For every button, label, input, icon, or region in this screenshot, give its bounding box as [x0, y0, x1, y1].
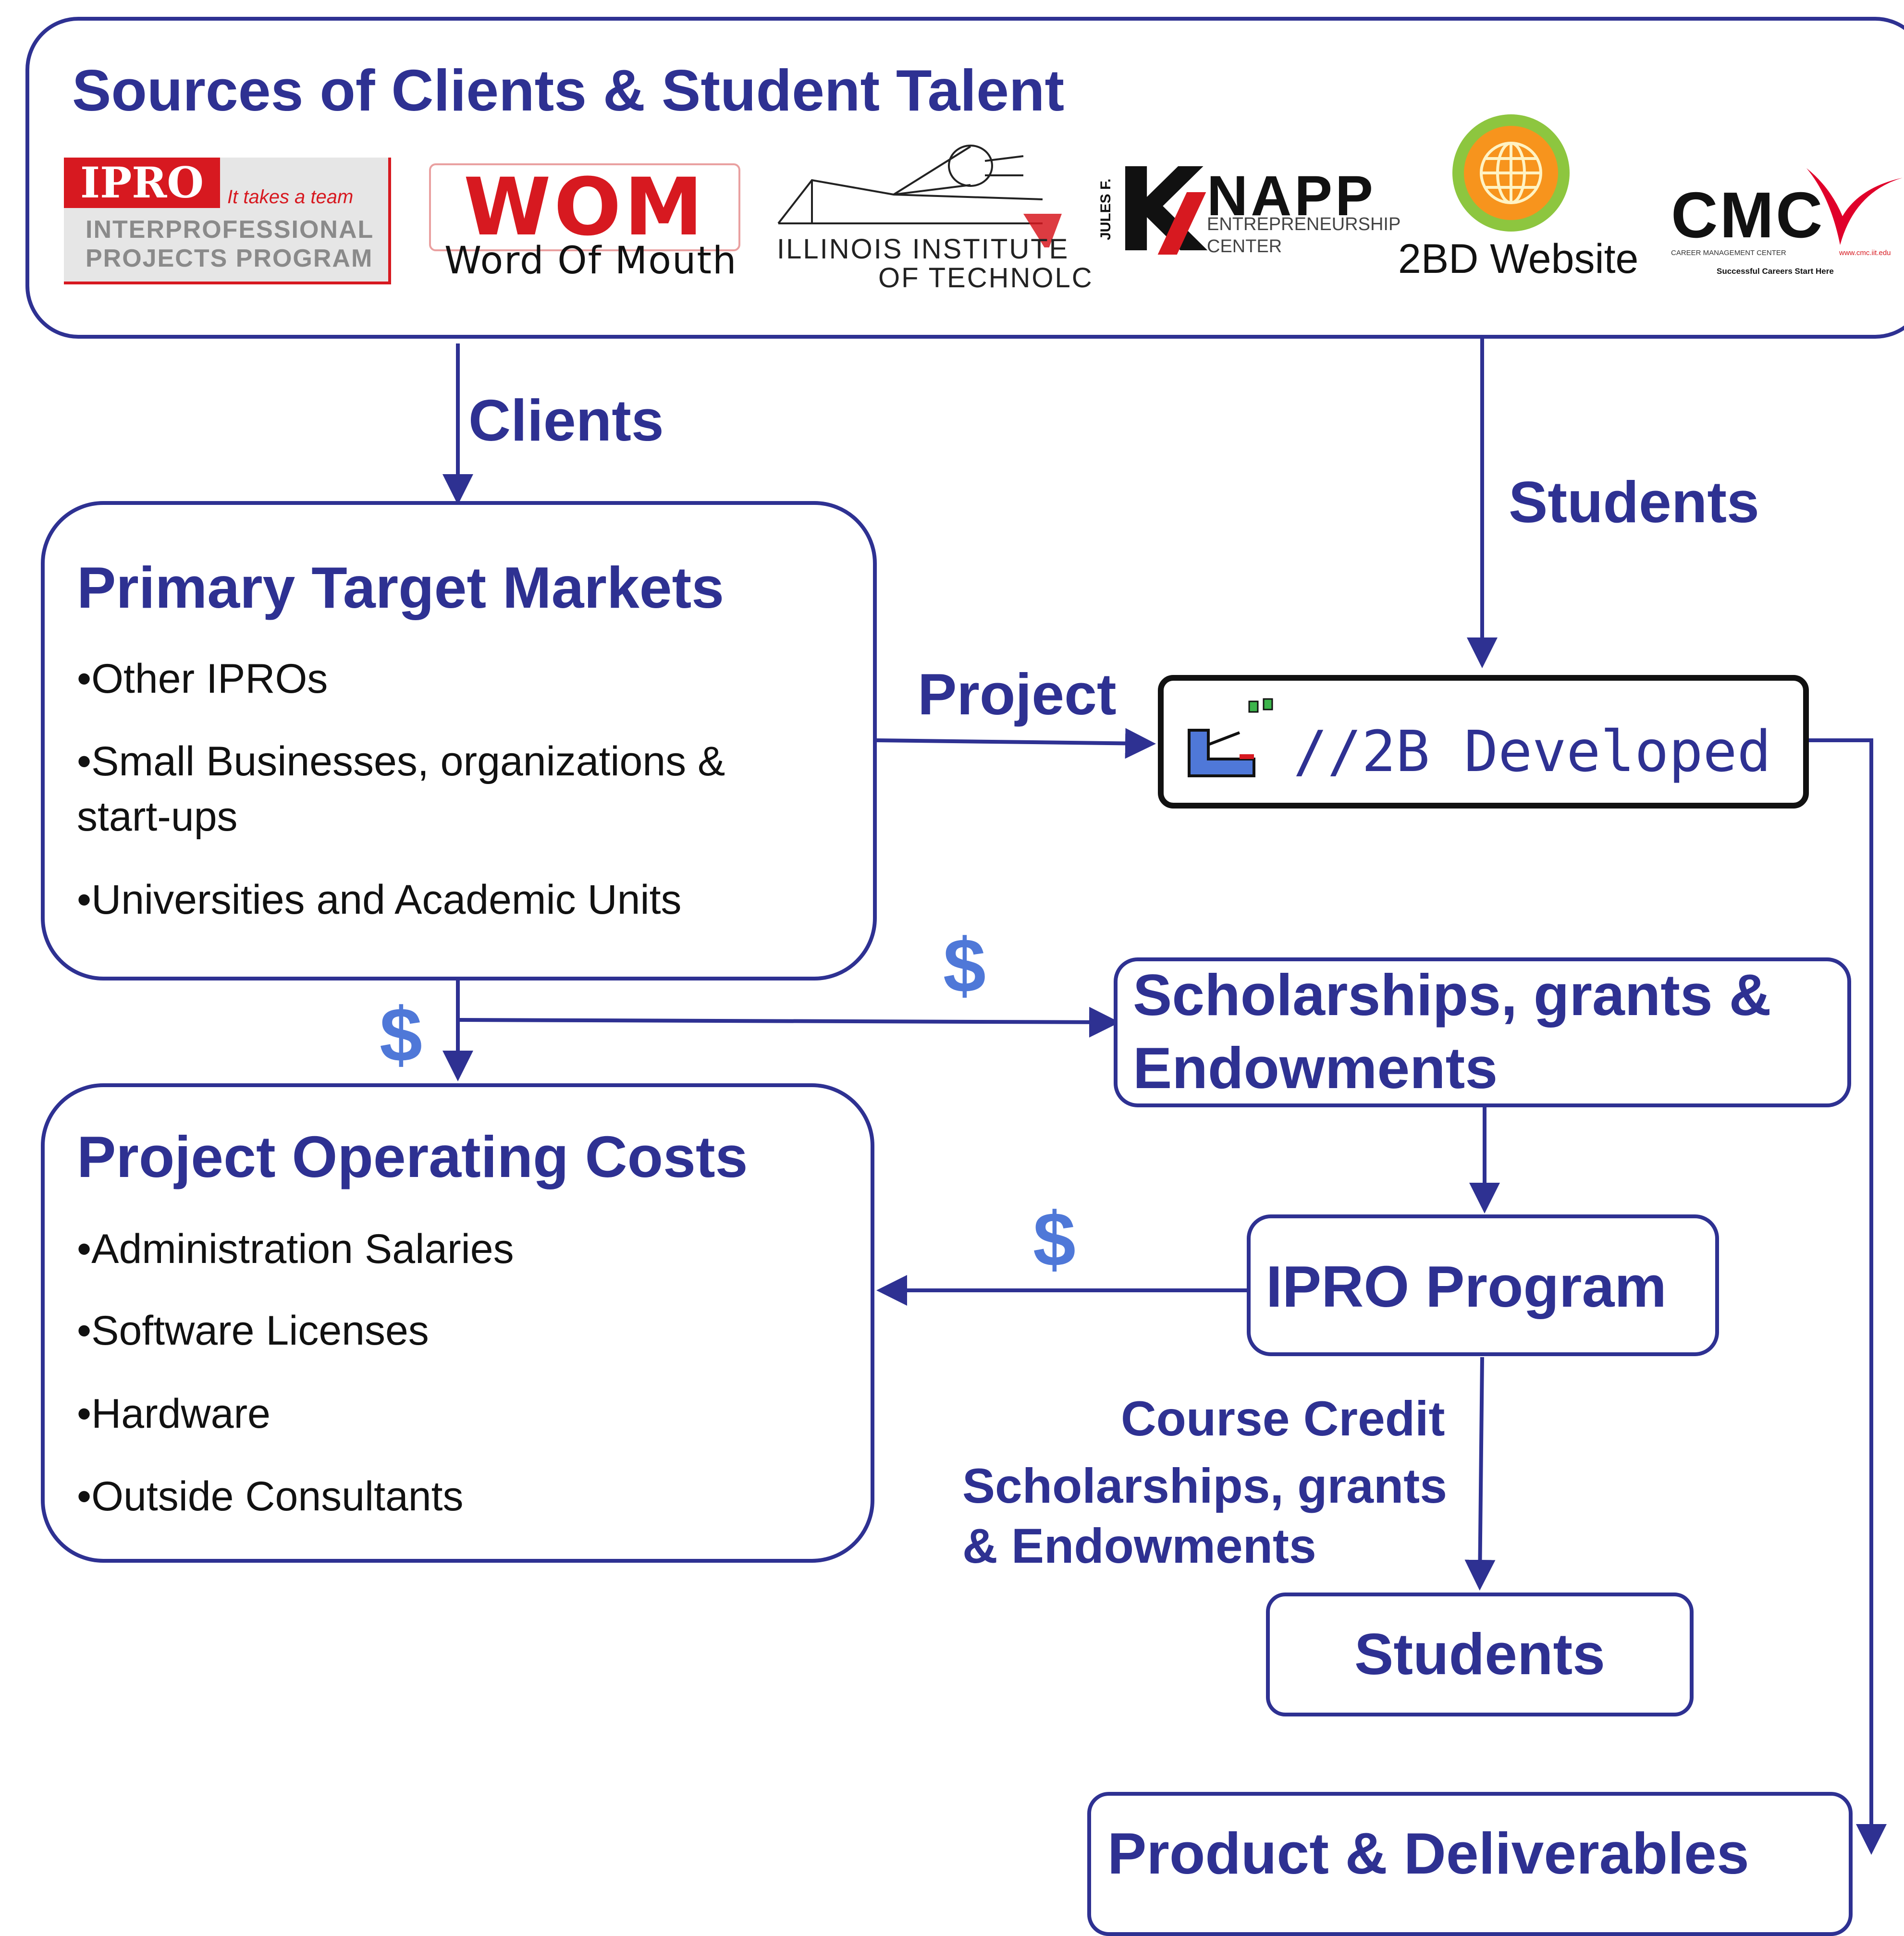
developed-box	[1158, 675, 1809, 809]
ipro-logo-line1: INTERPROFESSIONAL	[86, 216, 374, 244]
ipro-logo-line2: PROJECTS PROGRAM	[86, 245, 373, 272]
knapp-logo-vertical: JULES F.	[1098, 178, 1114, 240]
iit-building-icon	[777, 145, 1062, 247]
clients-label: Clients	[468, 388, 664, 453]
ipro-logo: IPRO It takes a team INTERPROFESSIONAL P…	[64, 158, 391, 284]
dollar-icon: $	[1033, 1196, 1076, 1282]
arrow-ipro-to-students	[1464, 1357, 1496, 1591]
arrow-product	[1808, 738, 1887, 1855]
primary-markets-box	[41, 501, 877, 980]
knapp-logo-name: NAPP	[1207, 164, 1376, 228]
scholarships-flow-line1: Scholarships, grants	[962, 1458, 1447, 1513]
students-flow-label: Students	[1509, 469, 1759, 535]
iit-logo-line1: ILLINOIS INSTITUTE	[777, 233, 1069, 265]
operating-costs-title: Project Operating Costs	[77, 1124, 748, 1189]
cost-item: •Software Licenses	[77, 1308, 429, 1354]
wom-logo-sub: Word Of Mouth	[444, 239, 737, 282]
course-credit-label: Course Credit	[1121, 1391, 1445, 1446]
project-label: Project	[918, 662, 1117, 727]
students-box	[1266, 1593, 1694, 1716]
primary-markets-title: Primary Target Markets	[77, 555, 725, 620]
sources-title: Sources of Clients & Student Talent	[72, 58, 1065, 123]
product-label: Product & Deliverables	[1107, 1821, 1749, 1886]
ipro-program-label: IPRO Program	[1266, 1254, 1667, 1319]
developed-label: //2B Developed	[1293, 718, 1771, 784]
ipro-logo-tagline: It takes a team	[227, 186, 354, 208]
market-item: •Other IPROs	[77, 656, 328, 702]
scholarships-box-line2: Endowments	[1133, 1035, 1498, 1101]
scholarships-box-line1: Scholarships, grants &	[1133, 962, 1771, 1028]
market-item: start-ups	[77, 794, 238, 840]
market-item: •Universities and Academic Units	[77, 877, 682, 923]
arrow-project	[875, 728, 1156, 759]
developer-icon	[1188, 698, 1273, 777]
scholarships-box	[1114, 957, 1851, 1107]
dollar-icon: $	[380, 992, 422, 1078]
students-box-label: Students	[1354, 1621, 1605, 1687]
dollar-icon: $	[943, 922, 986, 1008]
knapp-logo-line1: ENTREPRENEURSHIP	[1207, 214, 1401, 234]
ipro-logo-name: IPRO	[64, 158, 220, 208]
cost-item: •Outside Consultants	[77, 1473, 464, 1519]
ipro-program-box	[1247, 1214, 1719, 1356]
cmc-logo-name: CMC	[1671, 179, 1825, 251]
market-item: •Small Businesses, organizations &	[77, 738, 725, 784]
wom-logo: WOM	[429, 163, 740, 251]
wom-logo-name: WOM	[463, 161, 706, 253]
cmc-logo-sub: CAREER MANAGEMENT CENTER	[1671, 249, 1786, 257]
cmc-logo-tagline: Successful Careers Start Here	[1717, 267, 1834, 276]
scholarships-flow-line2: & Endowments	[962, 1519, 1316, 1573]
cost-item: •Hardware	[77, 1391, 270, 1437]
cmc-logo-url: www.cmc.iit.edu	[1839, 249, 1891, 257]
globe-icon	[1452, 114, 1570, 232]
arrow-to-scholarships	[457, 1006, 1120, 1038]
cmc-swoosh-icon	[1806, 168, 1903, 245]
cost-item: •Administration Salaries	[77, 1226, 514, 1272]
knapp-logo-line2: CENTER	[1207, 236, 1282, 257]
iit-logo-line2: OF TECHNOLC	[878, 262, 1093, 294]
website-label: 2BD Website	[1398, 236, 1639, 282]
operating-costs-box	[41, 1083, 874, 1563]
